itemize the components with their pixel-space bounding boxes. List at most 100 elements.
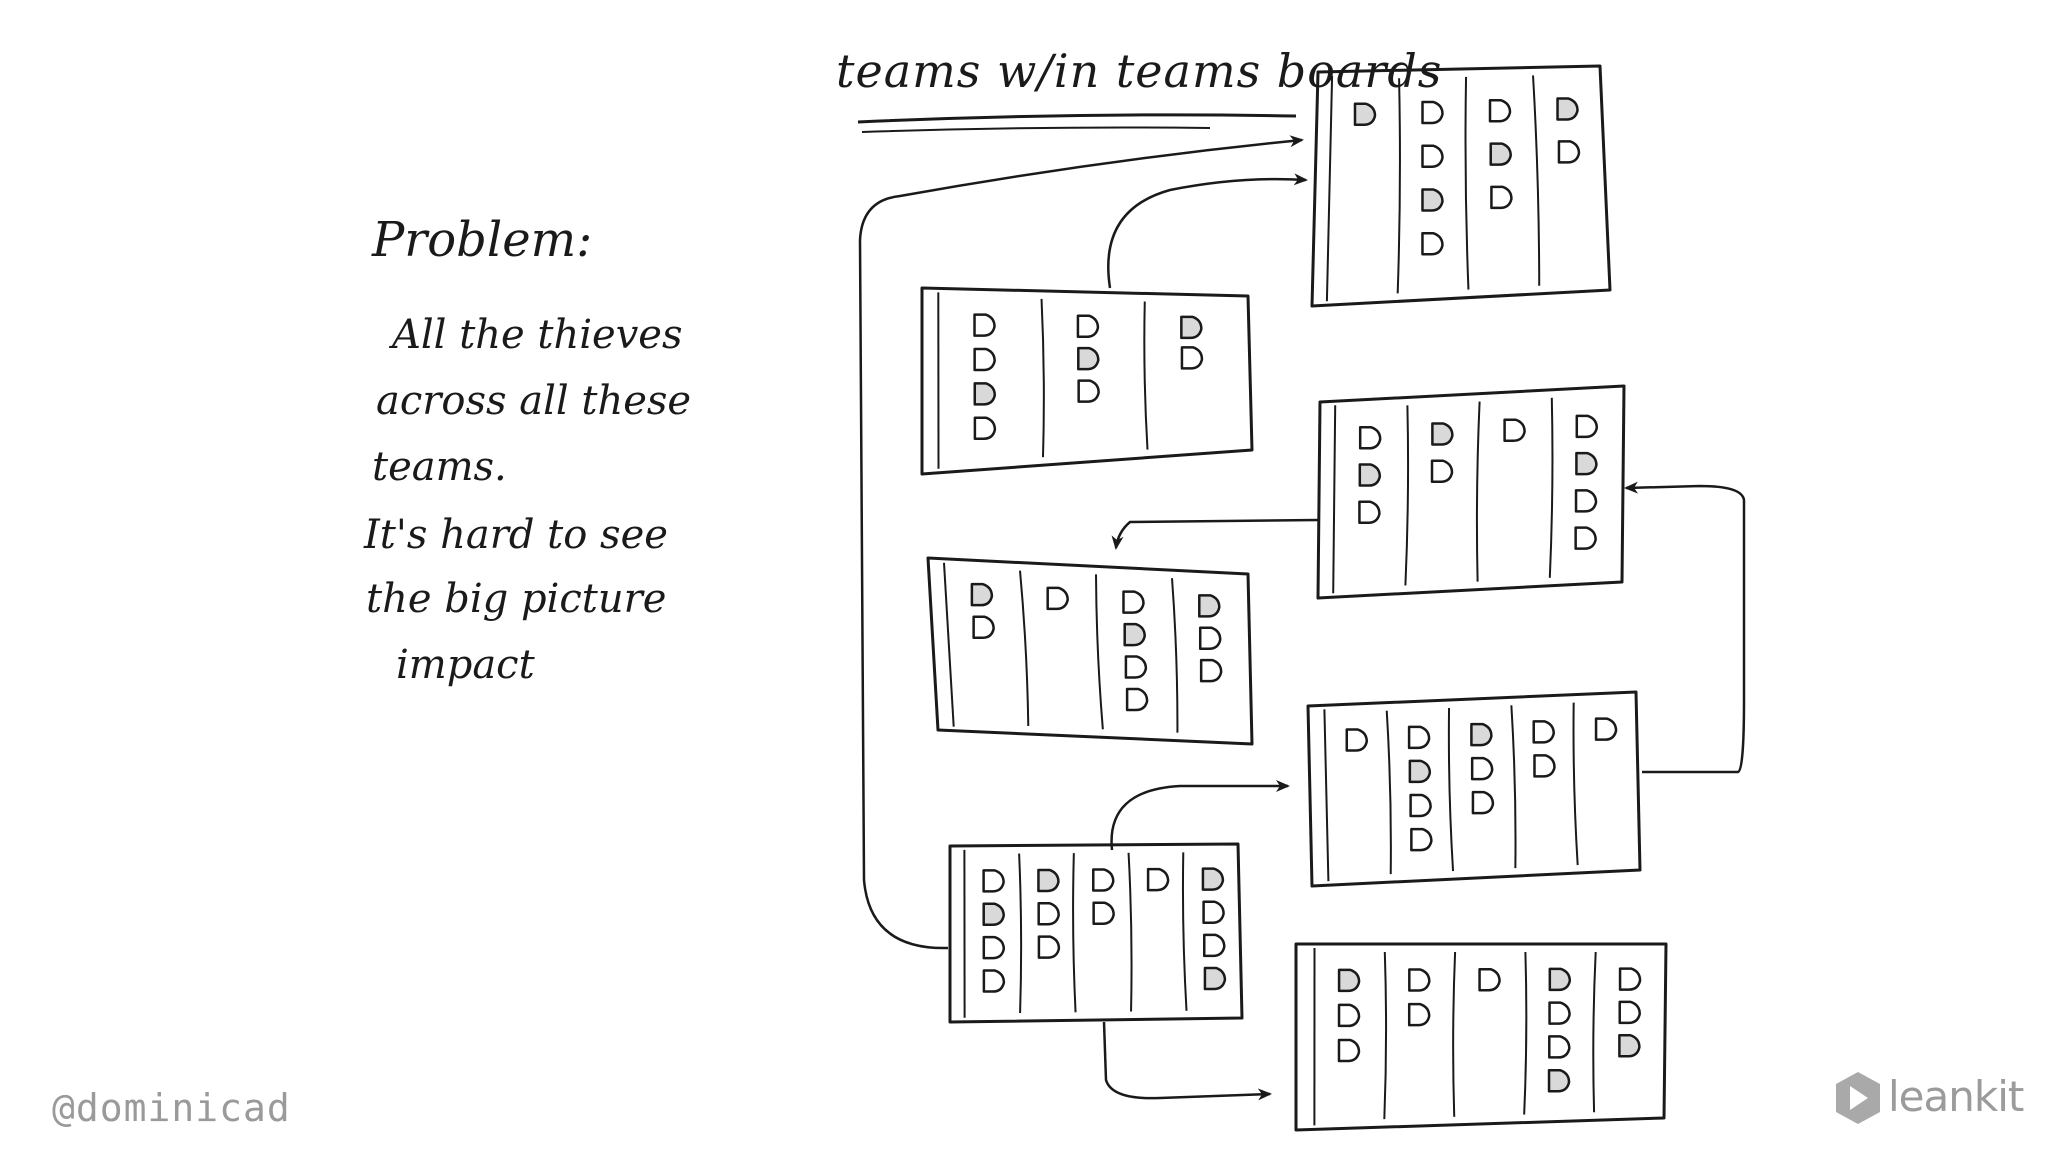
board-card: [1146, 867, 1170, 892]
board-card: [1037, 868, 1060, 893]
board-card: [1076, 314, 1100, 338]
board-card: [1618, 1000, 1641, 1025]
connector-arrow: [1624, 481, 1746, 774]
board-margin-line: [1332, 405, 1337, 594]
board-column-line: [1404, 405, 1410, 586]
board-card: [1503, 418, 1526, 442]
board-card: [1470, 722, 1493, 747]
connector-arrow: [1110, 780, 1290, 851]
board-card: [1421, 188, 1444, 212]
board-card: [1358, 463, 1382, 487]
board-margin-line: [943, 562, 955, 727]
connector-arrow: [1111, 518, 1319, 550]
board-card: [1557, 140, 1581, 164]
board-card: [982, 902, 1005, 927]
board-column-line: [1396, 78, 1401, 294]
board-card: [1490, 185, 1513, 210]
problem-line: impact: [396, 642, 535, 688]
board-card: [1407, 725, 1431, 750]
board-card: [1077, 346, 1100, 371]
board-card: [1092, 901, 1115, 926]
problem-line: teams.: [372, 444, 507, 490]
board-card: [1037, 902, 1060, 926]
board-column-line: [1510, 705, 1517, 869]
brand-name: leankit: [1888, 1072, 2024, 1121]
board-card: [1421, 232, 1444, 256]
board-column-line: [1464, 76, 1470, 290]
connector-arrow: [1102, 1021, 1272, 1101]
board-card: [1353, 102, 1377, 127]
board-card: [1548, 967, 1572, 992]
board-column-line: [1143, 301, 1149, 450]
connector-arrow: [1107, 173, 1308, 289]
problem-line: across all these: [376, 378, 692, 424]
board-card: [1574, 489, 1598, 513]
title-underline-2: [861, 126, 1211, 133]
board-column-line: [1447, 707, 1455, 872]
board-column-line: [1548, 397, 1554, 578]
board-card: [973, 382, 997, 406]
board-outline: [926, 556, 1254, 746]
board-card: [1488, 99, 1512, 123]
board-column-line: [1592, 951, 1597, 1113]
board-column-line: [1452, 951, 1457, 1117]
board-outline: [920, 286, 1254, 476]
board-outline: [1310, 64, 1612, 308]
board-margin-line: [1323, 709, 1330, 882]
board-card: [982, 869, 1005, 893]
board-card: [1358, 426, 1382, 450]
board-card: [1430, 459, 1454, 483]
board-card: [1471, 790, 1495, 815]
board-card: [972, 615, 995, 640]
board-card: [1180, 315, 1203, 340]
board-card: [1345, 728, 1369, 752]
board-title: teams w/in teams boards: [836, 44, 1443, 98]
board-column-line: [1040, 298, 1045, 458]
board-card: [970, 582, 994, 607]
board-card: [1203, 933, 1226, 958]
board-column-line: [1171, 578, 1179, 733]
board-column-line: [1383, 951, 1388, 1120]
board-card: [1092, 868, 1115, 892]
board-card: [1575, 451, 1598, 476]
board-card: [973, 313, 996, 337]
board-card: [982, 935, 1006, 960]
board-card: [1431, 422, 1454, 446]
board-card: [1548, 1001, 1571, 1025]
board-outline: [1316, 384, 1626, 600]
board-column-line: [1127, 852, 1133, 1012]
board-card: [1408, 759, 1432, 784]
board-card: [1574, 526, 1597, 550]
board-card: [1358, 500, 1381, 525]
board-card: [1124, 655, 1148, 679]
brand-logo: leankit: [1832, 1070, 2024, 1126]
board-outline: [1306, 690, 1642, 888]
board-card: [1421, 144, 1444, 169]
problem-line: It's hard to see: [364, 512, 668, 558]
board-card: [1337, 1003, 1361, 1028]
board-card: [1337, 968, 1361, 993]
board-card: [1470, 756, 1494, 781]
board-card: [1202, 900, 1225, 924]
board-card: [1618, 1034, 1641, 1058]
board-card: [1407, 1002, 1431, 1027]
board-card: [1556, 97, 1579, 121]
board-card: [1198, 594, 1221, 618]
board-card: [1478, 967, 1501, 992]
board-card: [1337, 1038, 1361, 1063]
board-card: [1037, 935, 1061, 959]
board-card: [1548, 1035, 1571, 1059]
board-card: [1408, 968, 1431, 992]
board-column-line: [1572, 702, 1579, 866]
board-margin-line: [1325, 75, 1334, 302]
board-card: [982, 969, 1006, 993]
board-card: [1618, 967, 1642, 991]
board-card: [1198, 626, 1222, 650]
board-column-line: [1095, 574, 1104, 730]
title-underline: [857, 113, 1297, 124]
board-card: [973, 347, 996, 372]
board-card: [1410, 827, 1433, 852]
connector-arrow: [858, 135, 1304, 950]
board-column-line: [1019, 570, 1030, 727]
